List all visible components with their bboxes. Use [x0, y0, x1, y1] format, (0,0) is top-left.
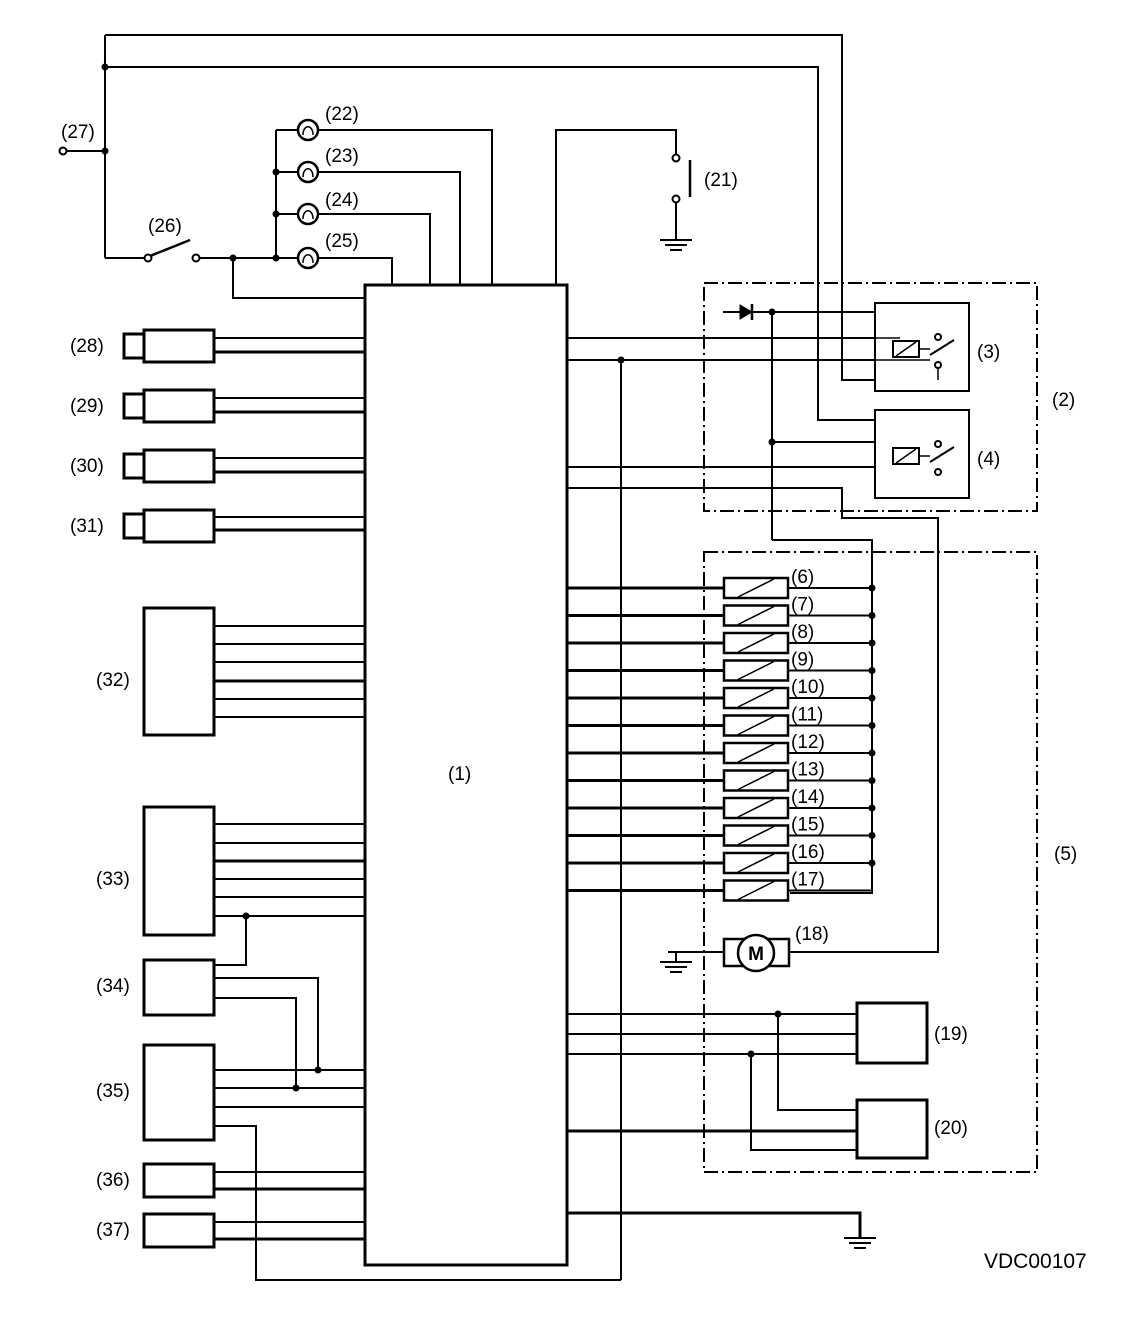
- component-19: [855, 1001, 929, 1065]
- lamp-24: (24): [296, 190, 359, 226]
- motor-symbol: M: [748, 944, 764, 965]
- valve-label: (9): [791, 650, 814, 671]
- label-24: (24): [325, 190, 359, 211]
- label-27: (27): [61, 122, 95, 143]
- solenoid-valve: (14): [567, 787, 876, 820]
- label-18: (18): [795, 924, 829, 945]
- valve-label: (10): [791, 677, 825, 698]
- label-3: (3): [977, 342, 1000, 363]
- label-5: (5): [1054, 844, 1077, 865]
- label-28: (28): [70, 336, 104, 357]
- component-37: [142, 1212, 216, 1249]
- solenoid-valve: (11): [567, 705, 876, 737]
- label-33: (33): [96, 869, 130, 890]
- control-unit-1: [363, 283, 569, 1267]
- relay-4: (4): [874, 409, 1000, 499]
- lamp-25: (25): [296, 231, 359, 270]
- label-36: (36): [96, 1170, 130, 1191]
- component-36: [142, 1162, 216, 1199]
- label-31: (31): [70, 516, 104, 537]
- label-20: (20): [934, 1118, 968, 1139]
- valve-label: (6): [791, 567, 814, 588]
- wheel-sensor-31: (31): [70, 508, 216, 544]
- diode: [739, 304, 754, 320]
- label-19: (19): [934, 1024, 968, 1045]
- valve-label: (14): [791, 787, 825, 808]
- valve-label: (16): [791, 842, 825, 863]
- solenoid-valve: (12): [567, 732, 876, 765]
- label-23: (23): [325, 146, 359, 167]
- motor-18: M (18): [660, 924, 829, 973]
- label-2: (2): [1052, 390, 1075, 411]
- wiring-19-20: [567, 1010, 857, 1151]
- solenoid-valve: (8): [567, 622, 876, 655]
- solenoid-valve: (9): [567, 650, 876, 682]
- switch-21: (21): [555, 129, 738, 285]
- label-4: (4): [977, 449, 1000, 470]
- component-34: [142, 958, 216, 1017]
- lamp-22: (22): [296, 104, 359, 142]
- label-32: (32): [96, 670, 130, 691]
- label-34: (34): [96, 976, 130, 997]
- label-37: (37): [96, 1220, 130, 1241]
- wheel-sensor-28: (28): [70, 328, 216, 364]
- label-29: (29): [70, 396, 104, 417]
- solenoid-valve: (10): [567, 677, 876, 710]
- label-26: (26): [148, 216, 182, 237]
- solenoid-valve: (13): [567, 760, 876, 792]
- label-22: (22): [325, 104, 359, 125]
- relay-3: (3): [874, 302, 1000, 392]
- component-20: [855, 1098, 929, 1160]
- wheel-sensor-29: (29): [70, 388, 216, 424]
- terminal-27: (27): [58, 122, 95, 156]
- valve-label: (7): [791, 595, 814, 616]
- top-wiring: [63, 34, 875, 421]
- valve-label: (8): [791, 622, 814, 643]
- label-1: (1): [448, 764, 471, 785]
- label-25: (25): [325, 231, 359, 252]
- component-35: [142, 1043, 216, 1142]
- solenoid-valve: (6): [567, 567, 876, 600]
- relay-module-2: [703, 282, 1038, 512]
- valve-label: (15): [791, 815, 825, 836]
- switch-26: (26): [143, 216, 201, 263]
- label-21: (21): [704, 170, 738, 191]
- left-wiring: [214, 337, 621, 1281]
- valve-label: (13): [791, 760, 825, 781]
- label-35: (35): [96, 1081, 130, 1102]
- solenoid-valve: (7): [567, 595, 876, 627]
- solenoid-valve: (17): [567, 870, 872, 902]
- valve-label: (17): [791, 870, 825, 891]
- component-32: [142, 606, 216, 737]
- solenoid-valve: (15): [567, 815, 876, 847]
- ground-main: [567, 1211, 876, 1249]
- lamp-23: (23): [296, 146, 359, 184]
- label-30: (30): [70, 456, 104, 477]
- component-33: [142, 805, 216, 937]
- drawing-code: VDC00107: [984, 1250, 1087, 1273]
- valve-label: (11): [791, 705, 823, 726]
- wheel-sensor-30: (30): [70, 448, 216, 484]
- valve-label: (12): [791, 732, 825, 753]
- solenoid-valves: (6) (7) (8) (9) (10) (11) (12) (13) (14) (15) (16)…: [567, 567, 876, 902]
- solenoid-valve: (16): [567, 842, 876, 875]
